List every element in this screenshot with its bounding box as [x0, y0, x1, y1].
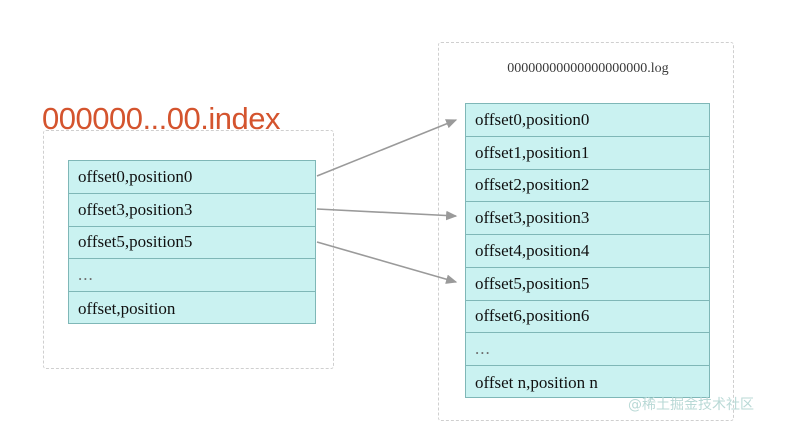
- index-row[interactable]: offset0,position0: [69, 161, 315, 194]
- log-row[interactable]: offset5,position5: [466, 268, 709, 301]
- log-row[interactable]: offset6,position6: [466, 301, 709, 334]
- log-file-container: [438, 42, 734, 421]
- arrow-index3-to-log3: [316, 208, 458, 221]
- index-row[interactable]: offset5,position5: [69, 227, 315, 260]
- log-row[interactable]: offset n,position n: [475, 372, 598, 392]
- arrow-index5-to-log5: [316, 241, 458, 284]
- arrow-index0-to-log0: [316, 119, 458, 177]
- log-file-title: 00000000000000000000.log: [507, 61, 669, 76]
- log-entries-table: offset0,position0 offset1,position1 offs…: [465, 103, 710, 398]
- log-row[interactable]: offset0,position0: [466, 104, 709, 137]
- log-row[interactable]: offset3,position3: [466, 202, 709, 236]
- index-row[interactable]: offset3,position3: [69, 194, 315, 227]
- index-row-ellipsis: ...: [69, 259, 315, 293]
- index-row[interactable]: offset,position: [78, 298, 176, 318]
- log-row-ellipsis: ...: [466, 333, 709, 367]
- watermark: @稀土掘金技术社区: [628, 397, 754, 413]
- log-row[interactable]: offset1,position1: [466, 137, 709, 170]
- index-file-title: 000000...00.index: [42, 101, 281, 136]
- index-entries-table: offset0,position0 offset3,position3 offs…: [68, 160, 316, 324]
- log-row[interactable]: offset4,position4: [466, 235, 709, 268]
- log-row[interactable]: offset2,position2: [466, 170, 709, 203]
